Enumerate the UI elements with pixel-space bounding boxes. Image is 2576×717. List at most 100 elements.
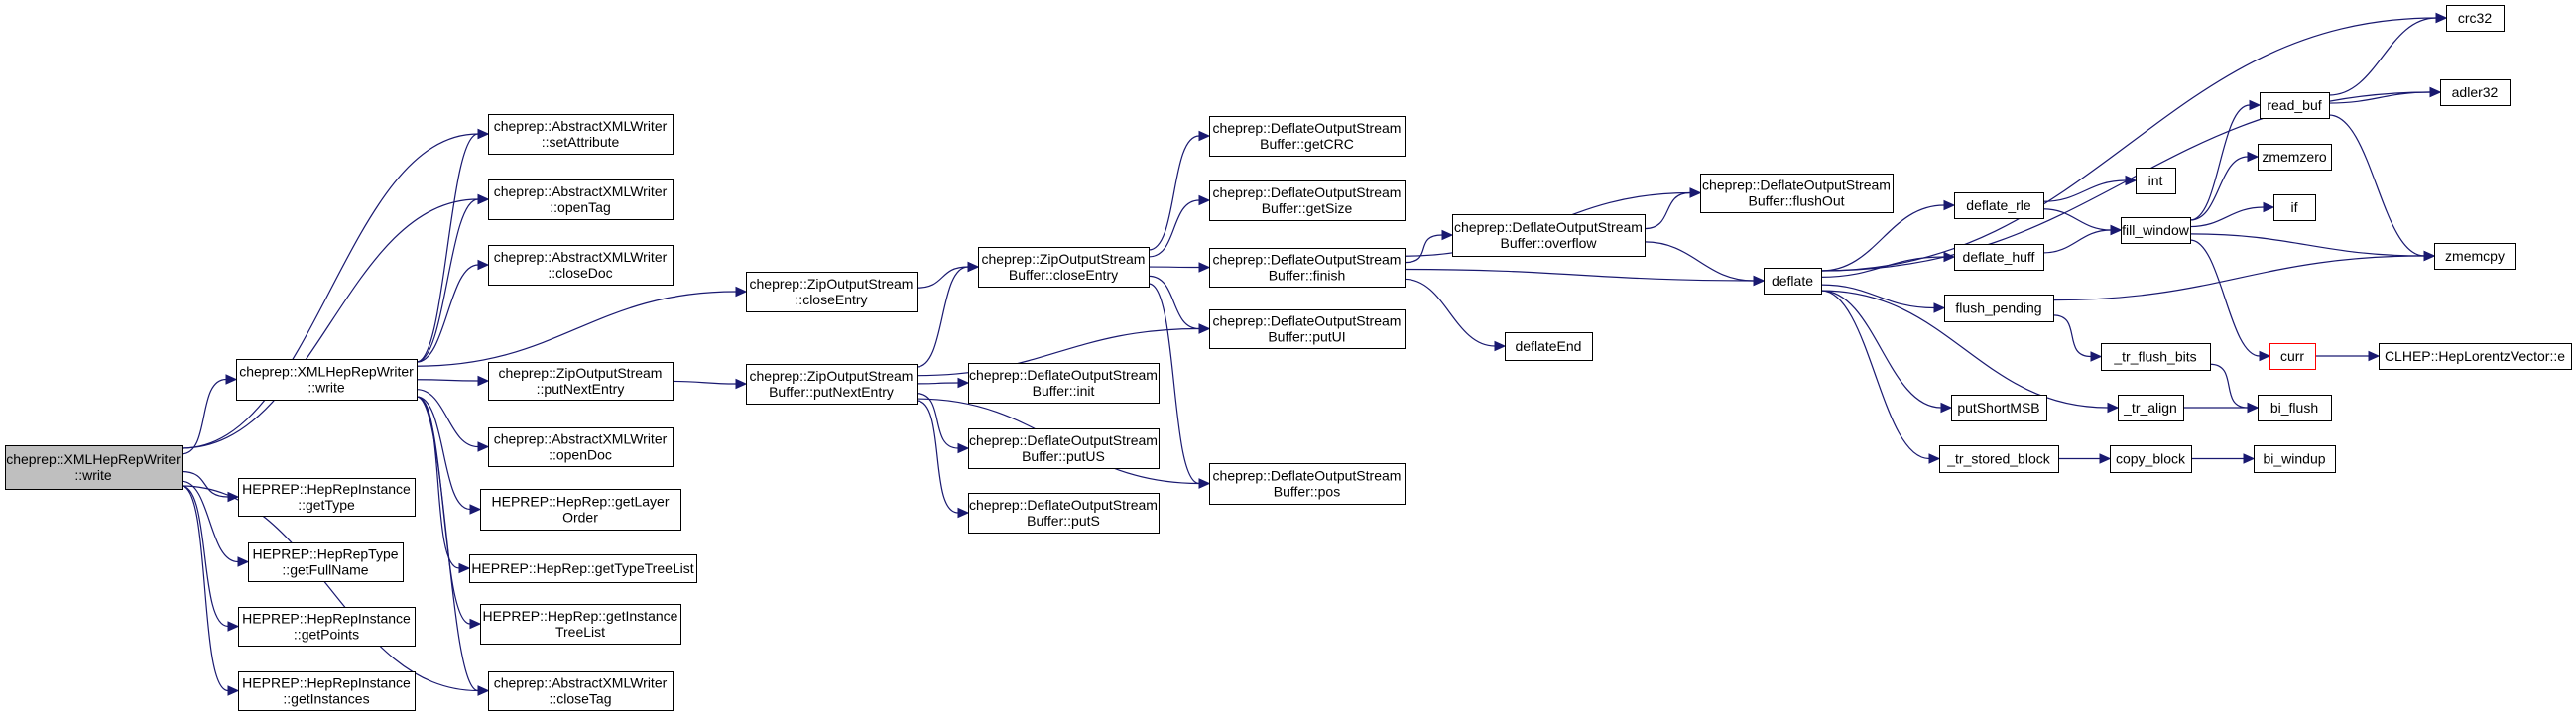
- node-int[interactable]: int: [2136, 168, 2176, 194]
- node-bi_flush[interactable]: bi_flush: [2258, 395, 2332, 421]
- arrowhead: [1198, 478, 1211, 489]
- arrowhead: [1940, 402, 1953, 414]
- edge-line: [2052, 314, 2092, 358]
- node-box: [1209, 180, 1406, 221]
- node-label: bi_flush: [2270, 400, 2318, 416]
- node-read_buf[interactable]: read_buf: [2260, 92, 2330, 119]
- node-putNextEntryZ[interactable]: cheprep::ZipOutputStream::putNextEntry: [488, 362, 674, 401]
- node-adler32[interactable]: adler32: [2440, 79, 2511, 106]
- edge-finish-to-deflateEnd: [1404, 278, 1507, 352]
- edge-line: [916, 382, 959, 385]
- edge-line: [416, 379, 479, 382]
- node-label: cheprep::AbstractXMLWriter: [494, 183, 668, 199]
- node-getPoints[interactable]: HEPREP::HepRepInstance::getPoints: [238, 607, 416, 647]
- node-tr_flush_bits[interactable]: _tr_flush_bits: [2101, 343, 2211, 371]
- node-zmemzero[interactable]: zmemzero: [2258, 144, 2332, 171]
- node-curr[interactable]: curr: [2269, 343, 2316, 370]
- node-bi_windup[interactable]: bi_windup: [2254, 445, 2336, 473]
- node-label: cheprep::DeflateOutputStream: [969, 432, 1158, 448]
- edge-line: [416, 396, 460, 569]
- edge-line: [672, 380, 737, 385]
- node-crc32[interactable]: crc32: [2446, 5, 2505, 32]
- edge-w-to-openDoc: [416, 389, 490, 452]
- node-box: [1209, 248, 1406, 288]
- node-overflow[interactable]: cheprep::DeflateOutputStreamBuffer::over…: [1452, 214, 1646, 257]
- node-box: [2118, 395, 2184, 421]
- arrowhead: [1494, 340, 1507, 352]
- node-label: ::setAttribute: [542, 134, 620, 150]
- node-deflate_rle[interactable]: deflate_rle: [1954, 192, 2044, 219]
- node-putShortMSB[interactable]: putShortMSB: [1951, 395, 2047, 421]
- arrowhead: [2368, 350, 2381, 362]
- node-closeEntryZ[interactable]: cheprep::ZipOutputStream::closeEntry: [746, 272, 918, 312]
- node-fill_window[interactable]: fill_window: [2121, 217, 2191, 244]
- node-getCRC[interactable]: cheprep::DeflateOutputStreamBuffer::getC…: [1209, 116, 1406, 157]
- edge-w-to-putNextEntryZ: [416, 375, 490, 387]
- node-box: [488, 671, 674, 711]
- edge-overflow-to-flushOut: [1644, 187, 1702, 230]
- arrowhead: [1689, 187, 1702, 198]
- node-getInstances[interactable]: HEPREP::HepRepInstance::getInstances: [238, 671, 416, 711]
- node-getFullName[interactable]: HEPREP::HepRepType::getFullName: [248, 542, 404, 582]
- node-deflate_huff[interactable]: deflate_huff: [1954, 244, 2044, 271]
- node-box: [2440, 79, 2511, 106]
- node-label: Buffer::putS: [1027, 513, 1100, 529]
- node-box: [488, 362, 674, 401]
- edge-closeEntryB-to-pos: [1148, 283, 1211, 489]
- node-deflateEnd[interactable]: deflateEnd: [1505, 332, 1593, 361]
- node-getTypeTreeList[interactable]: HEPREP::HepRep::getTypeTreeList: [469, 554, 697, 583]
- node-copy_block[interactable]: copy_block: [2110, 445, 2192, 473]
- node-lorentz[interactable]: CLHEP::HepLorentzVector::e: [2379, 343, 2572, 370]
- node-openTag[interactable]: cheprep::AbstractXMLWriter::openTag: [488, 179, 674, 220]
- node-closeEntryB[interactable]: cheprep::ZipOutputStreamBuffer::closeEnt…: [978, 247, 1150, 288]
- node-finish[interactable]: cheprep::DeflateOutputStreamBuffer::fini…: [1209, 248, 1406, 288]
- node-if[interactable]: if: [2273, 194, 2316, 221]
- arrowhead: [1943, 199, 1956, 211]
- edge-line: [1148, 135, 1200, 251]
- node-label: read_buf: [2267, 97, 2321, 113]
- node-box: [1951, 395, 2047, 421]
- arrowhead: [2247, 151, 2260, 163]
- node-box: [488, 427, 674, 467]
- edge-finish-to-overflow: [1404, 229, 1454, 264]
- edge-deflate-to-deflate_huff: [1820, 251, 1956, 278]
- node-flush_pending[interactable]: flush_pending: [1944, 295, 2054, 322]
- edge-line: [181, 198, 479, 449]
- node-tr_stored_block[interactable]: _tr_stored_block: [1939, 445, 2059, 473]
- edge-w-to-setAttribute: [416, 128, 490, 363]
- node-putNextEntryB[interactable]: cheprep::ZipOutputStreamBuffer::putNextE…: [746, 364, 918, 405]
- node-putUI[interactable]: cheprep::DeflateOutputStreamBuffer::putU…: [1209, 309, 1406, 349]
- node-getType[interactable]: HEPREP::HepRepInstance::getType: [238, 478, 416, 517]
- edge-fill_window-to-zmemzero: [2189, 151, 2260, 221]
- node-w[interactable]: cheprep::XMLHepRepWriter::write: [236, 359, 418, 401]
- node-box: [2434, 243, 2516, 270]
- edge-fill_window-to-read_buf: [2189, 99, 2262, 221]
- node-label: if: [2291, 199, 2298, 215]
- arrowhead: [1198, 130, 1211, 142]
- node-closeTag[interactable]: cheprep::AbstractXMLWriter::closeTag: [488, 671, 674, 711]
- edge-line: [181, 485, 479, 692]
- node-openDoc[interactable]: cheprep::AbstractXMLWriter::openDoc: [488, 427, 674, 467]
- node-tr_align[interactable]: _tr_align: [2118, 395, 2184, 421]
- edge-line: [1820, 284, 1935, 309]
- edge-deflate_rle-to-fill_window: [2042, 208, 2123, 236]
- node-setAttribute[interactable]: cheprep::AbstractXMLWriter::setAttribute: [488, 114, 674, 155]
- node-flushOut[interactable]: cheprep::DeflateOutputStreamBuffer::flus…: [1700, 174, 1894, 213]
- node-closeDoc[interactable]: cheprep::AbstractXMLWriter::closeDoc: [488, 245, 674, 286]
- edge-line: [1404, 278, 1496, 347]
- node-deflate[interactable]: deflate: [1764, 268, 1822, 295]
- node-box: [236, 359, 418, 401]
- node-zmemcpy[interactable]: zmemcpy: [2434, 243, 2516, 270]
- edge-w-to-closeEntryZ: [416, 286, 748, 367]
- node-root[interactable]: cheprep::XMLHepRepWriter::write: [5, 445, 183, 490]
- node-label: ::closeEntry: [795, 292, 867, 307]
- node-putUS[interactable]: cheprep::DeflateOutputStreamBuffer::putU…: [968, 428, 1160, 469]
- node-getSize[interactable]: cheprep::DeflateOutputStreamBuffer::getS…: [1209, 180, 1406, 221]
- call-edges: [181, 12, 2448, 696]
